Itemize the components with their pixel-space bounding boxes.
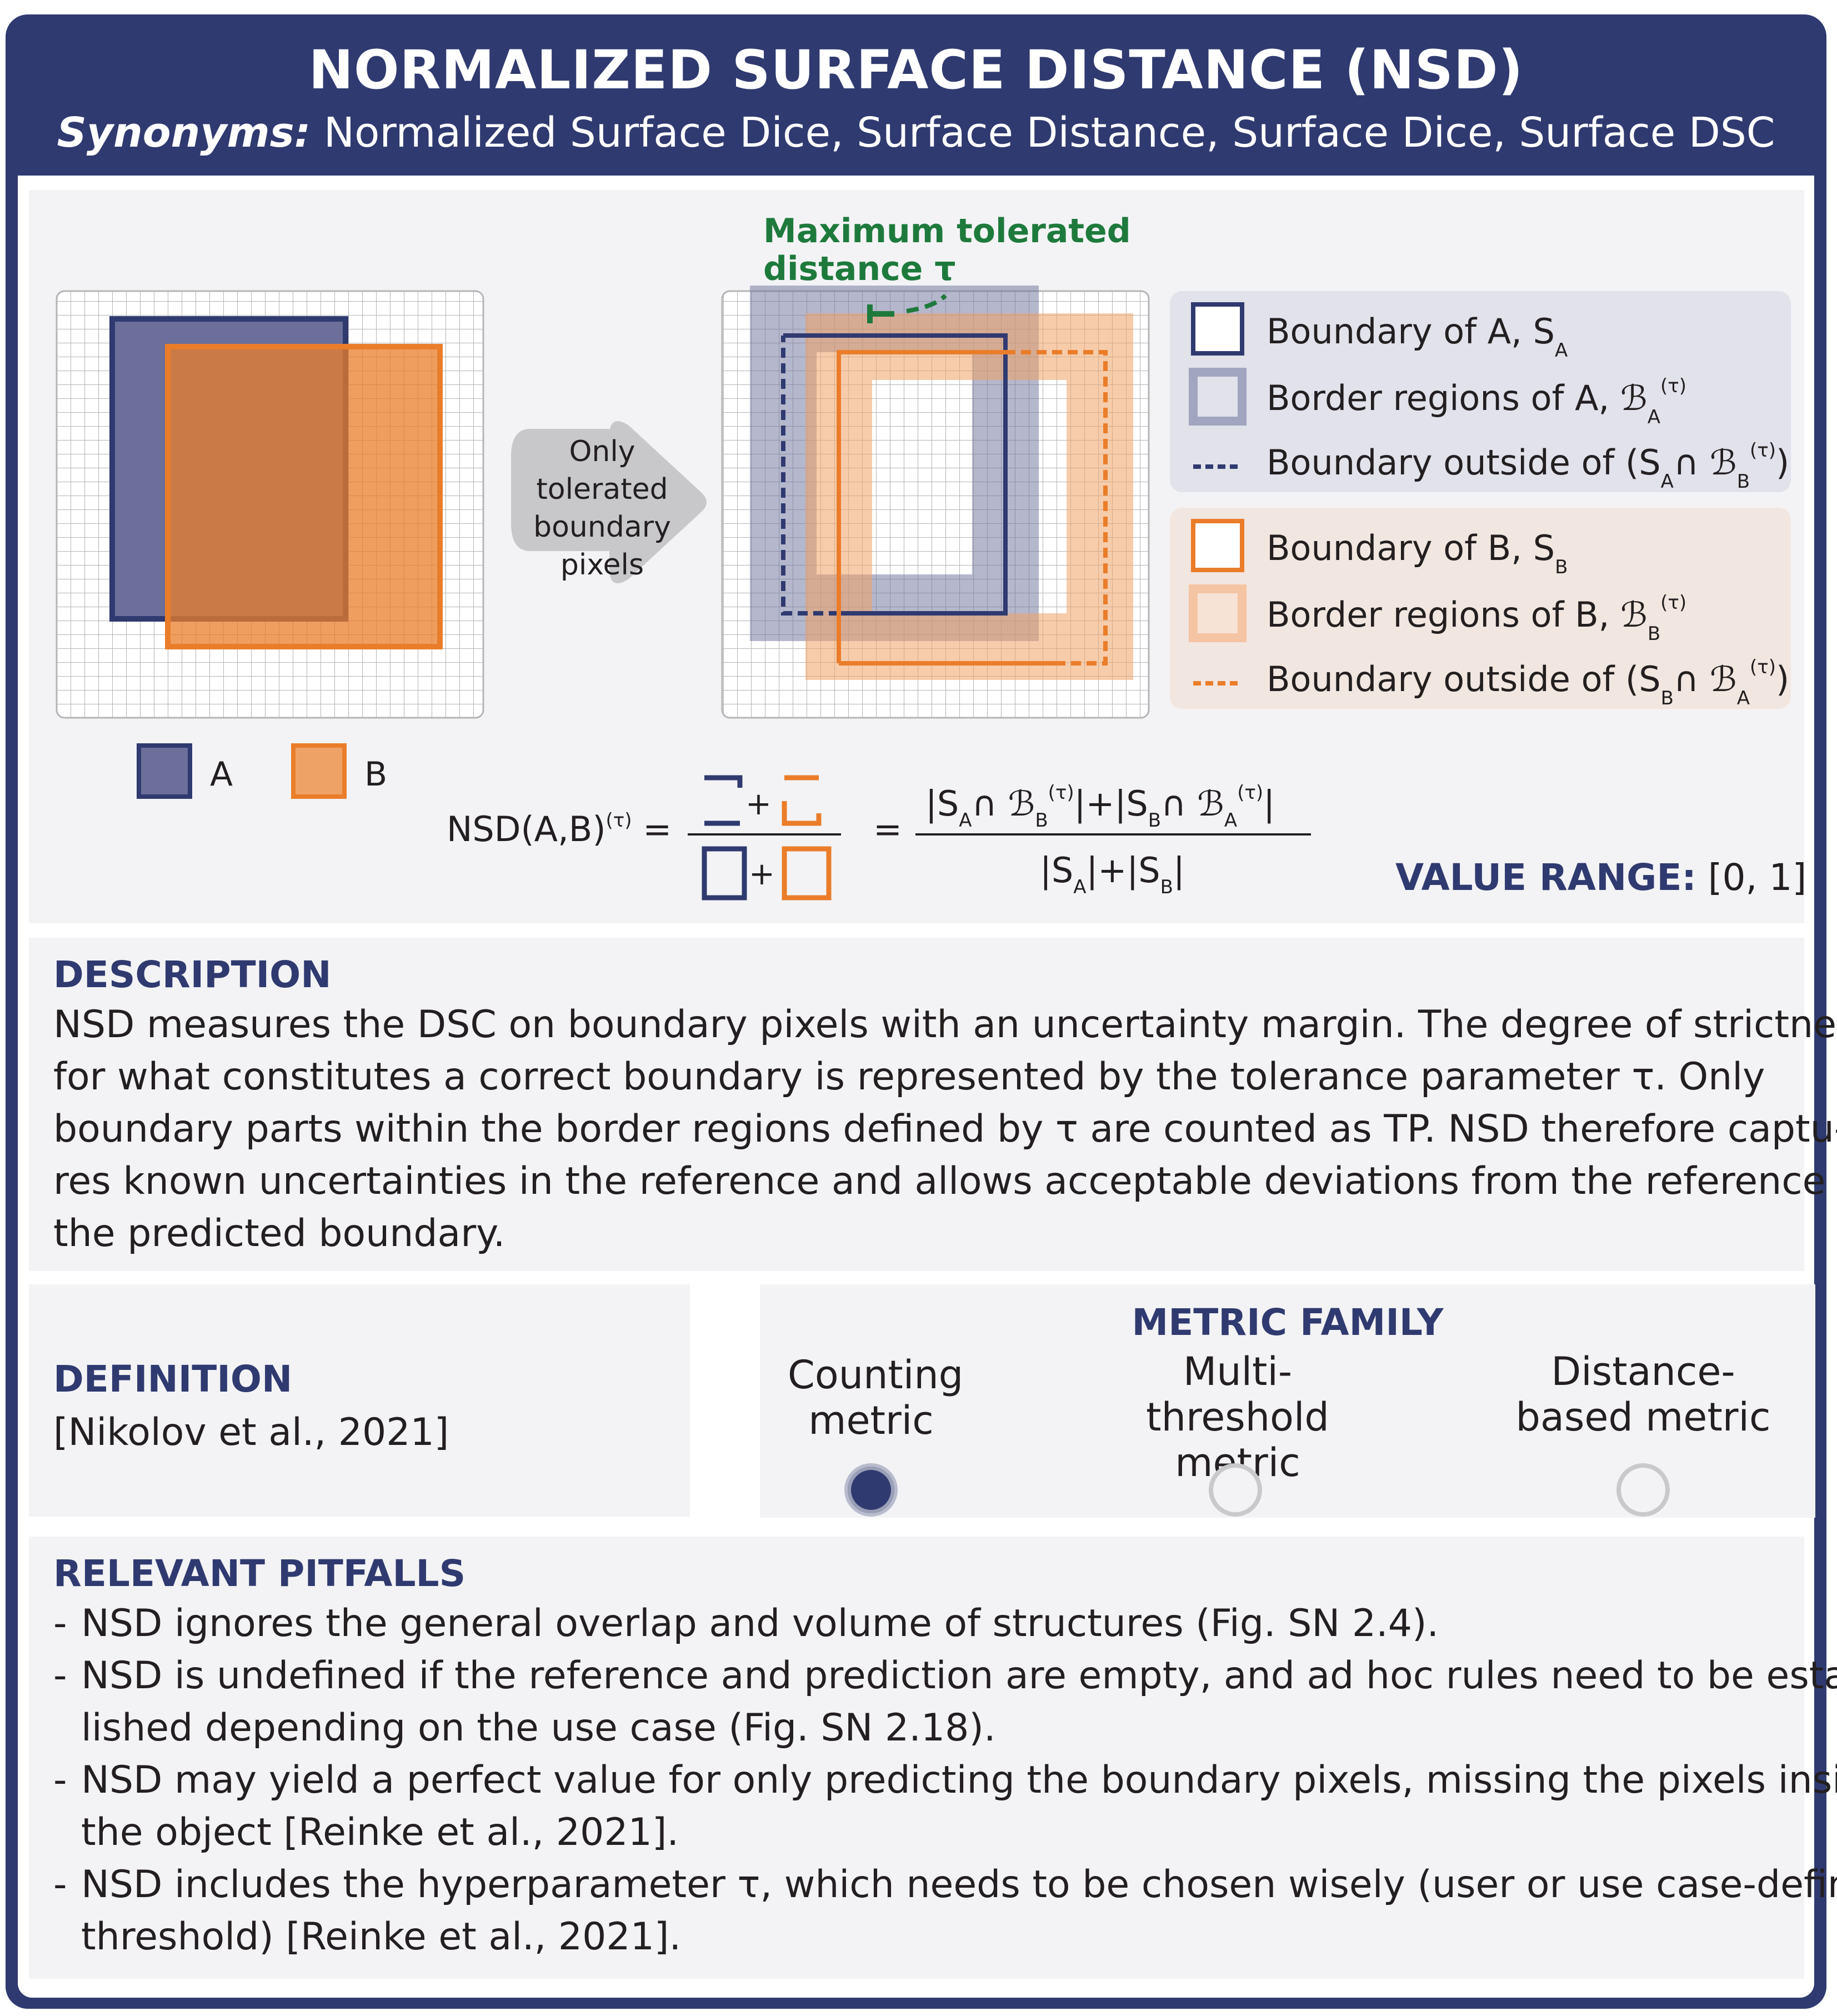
family-label-line: metric	[808, 1398, 934, 1443]
denominator-a-icon	[702, 846, 747, 901]
arrow-label-line-2: tolerated	[536, 473, 668, 506]
description-heading: DESCRIPTION	[53, 953, 332, 996]
boundary-b-outside-top	[1005, 350, 1108, 666]
pitfall-item: - NSD is undefined if the reference and …	[53, 1650, 1837, 1754]
numerator-plus: +	[745, 786, 772, 822]
tolerance-label-line-2: distance τ	[763, 249, 956, 288]
legend-boundary-b: Boundary of B, SB	[1267, 528, 1568, 578]
legend-a-swatch	[137, 743, 192, 799]
metric-family-heading: METRIC FAMILY	[1132, 1301, 1444, 1344]
legend-b-swatch	[291, 743, 347, 799]
boundary-b-icon	[1191, 519, 1244, 572]
family-label-line: Counting	[788, 1352, 964, 1398]
pitfall-line: NSD includes the hyperparameter τ, which…	[81, 1863, 1837, 1907]
formula-denominator: |SA|+|SB|	[1040, 850, 1185, 898]
page-title: NORMALIZED SURFACE DISTANCE (NSD)	[308, 39, 1524, 101]
counting-metric-radio[interactable]	[844, 1463, 898, 1517]
denominator-plus: +	[749, 856, 775, 892]
numerator-b-icon	[782, 775, 822, 826]
arrow-label-line-3: boundary	[533, 511, 671, 544]
pitfall-item: - NSD ignores the general overlap and vo…	[53, 1598, 1798, 1650]
description-text: NSD measures the DSC on boundary pixels …	[53, 999, 1837, 1260]
description-line: NSD measures the DSC on boundary pixels …	[53, 1003, 1837, 1047]
synonyms-line: Synonyms: Normalized Surface Dice, Surfa…	[6, 109, 1826, 157]
pitfall-line: lished depending on the use case (Fig. S…	[81, 1706, 996, 1750]
description-line: res known uncertainties in the reference…	[53, 1159, 1837, 1203]
border-region-b-icon	[1189, 584, 1247, 642]
multi-threshold-metric-radio[interactable]	[1209, 1463, 1262, 1517]
tolerance-marker	[867, 304, 894, 323]
synonyms-text: Normalized Surface Dice, Surface Distanc…	[323, 109, 1775, 157]
distance-based-metric-radio[interactable]	[1616, 1463, 1670, 1517]
nsd-diagram: Only tolerated boundary pixels	[56, 212, 1837, 901]
family-label-line: Distance-	[1551, 1349, 1735, 1394]
formula-numerator: |SA∩ ℬB(τ)|+|SB∩ ℬA(τ)|	[925, 782, 1275, 832]
boundary-b-tolerated	[837, 350, 1005, 663]
pitfall-list: - NSD ignores the general overlap and vo…	[53, 1598, 1837, 1963]
transform-arrow	[511, 421, 707, 583]
metric-family-panel: METRIC FAMILY Counting metric Multi-thre…	[760, 1284, 1815, 1518]
diagram-panel: Only tolerated boundary pixels	[29, 190, 1837, 923]
synonyms-label: Synonyms:	[57, 109, 311, 157]
legend-border-region-a: Border regions of A, ℬA(τ)	[1267, 375, 1686, 428]
pitfall-line: NSD may yield a perfect value for only p…	[81, 1758, 1837, 1802]
description-panel: DESCRIPTION NSD measures the DSC on boun…	[29, 938, 1837, 1271]
legend-boundary-a: Boundary of A, SA	[1267, 311, 1568, 362]
border-region-a-icon	[1189, 368, 1247, 426]
header: NORMALIZED SURFACE DISTANCE (NSD) Synony…	[6, 14, 1826, 176]
definition-heading: DEFINITION	[53, 1358, 293, 1400]
pitfall-line: the object [Reinke et al., 2021].	[81, 1810, 679, 1854]
legend-border-region-b: Border regions of B, ℬB(τ)	[1267, 592, 1686, 645]
legend-box-b	[1170, 508, 1791, 709]
definition-citation: [Nikolov et al., 2021]	[53, 1410, 449, 1454]
boundary-a-tolerated	[783, 333, 1008, 616]
pitfall-line: NSD is undefined if the reference and pr…	[81, 1654, 1837, 1698]
formula-equals: =	[873, 809, 902, 849]
region-b	[165, 344, 443, 649]
pitfalls-heading: RELEVANT PITFALLS	[53, 1552, 466, 1595]
boundary-a-outside	[781, 336, 839, 616]
family-label-line: based metric	[1515, 1394, 1771, 1440]
value-range: VALUE RANGE: [0, 1] ↑	[1395, 856, 1804, 899]
arrow-label-line-4: pixels	[560, 548, 644, 582]
boundary-a-icon	[1191, 302, 1244, 356]
numerator-a-icon	[704, 775, 743, 826]
content-area: Only tolerated boundary pixels	[18, 176, 1837, 1998]
legend-outside-b: Boundary outside of (SB∩ ℬA(τ))	[1267, 656, 1789, 709]
arrow-label-line-1: Only	[569, 435, 635, 468]
definition-panel: DEFINITION [Nikolov et al., 2021]	[29, 1284, 690, 1517]
description-line: boundary parts within the border regions…	[53, 1107, 1837, 1151]
pitfall-line: threshold) [Reinke et al., 2021].	[81, 1915, 682, 1959]
legend-b-label: B	[364, 755, 387, 794]
pitfalls-panel: RELEVANT PITFALLS - NSD ignores the gene…	[29, 1537, 1837, 1979]
pitfall-item: - NSD includes the hyperparameter τ, whi…	[53, 1859, 1837, 1963]
denominator-b-icon	[782, 846, 832, 901]
description-line: for what constitutes a correct boundary …	[53, 1055, 1765, 1099]
legend-outside-a: Boundary outside of (SA∩ ℬB(τ))	[1267, 439, 1789, 493]
tolerance-leader	[906, 294, 947, 313]
tolerance-label-line-1: Maximum tolerated	[763, 212, 1131, 251]
formula-lhs: NSD(A,B)(τ) =	[447, 809, 672, 849]
family-label-line: Multi-threshold	[1146, 1349, 1329, 1440]
pitfall-item: - NSD may yield a perfect value for only…	[53, 1754, 1837, 1859]
infographic-card: NORMALIZED SURFACE DISTANCE (NSD) Synony…	[6, 14, 1837, 2009]
description-line: the predicted boundary.	[53, 1212, 505, 1255]
pitfall-line: NSD ignores the general overlap and volu…	[81, 1602, 1439, 1645]
family-option-counting: Counting metric	[788, 1352, 964, 1443]
legend-a-label: A	[210, 755, 233, 794]
family-option-distance-based: Distance- based metric	[1515, 1349, 1771, 1440]
legend-box-a	[1170, 291, 1791, 492]
